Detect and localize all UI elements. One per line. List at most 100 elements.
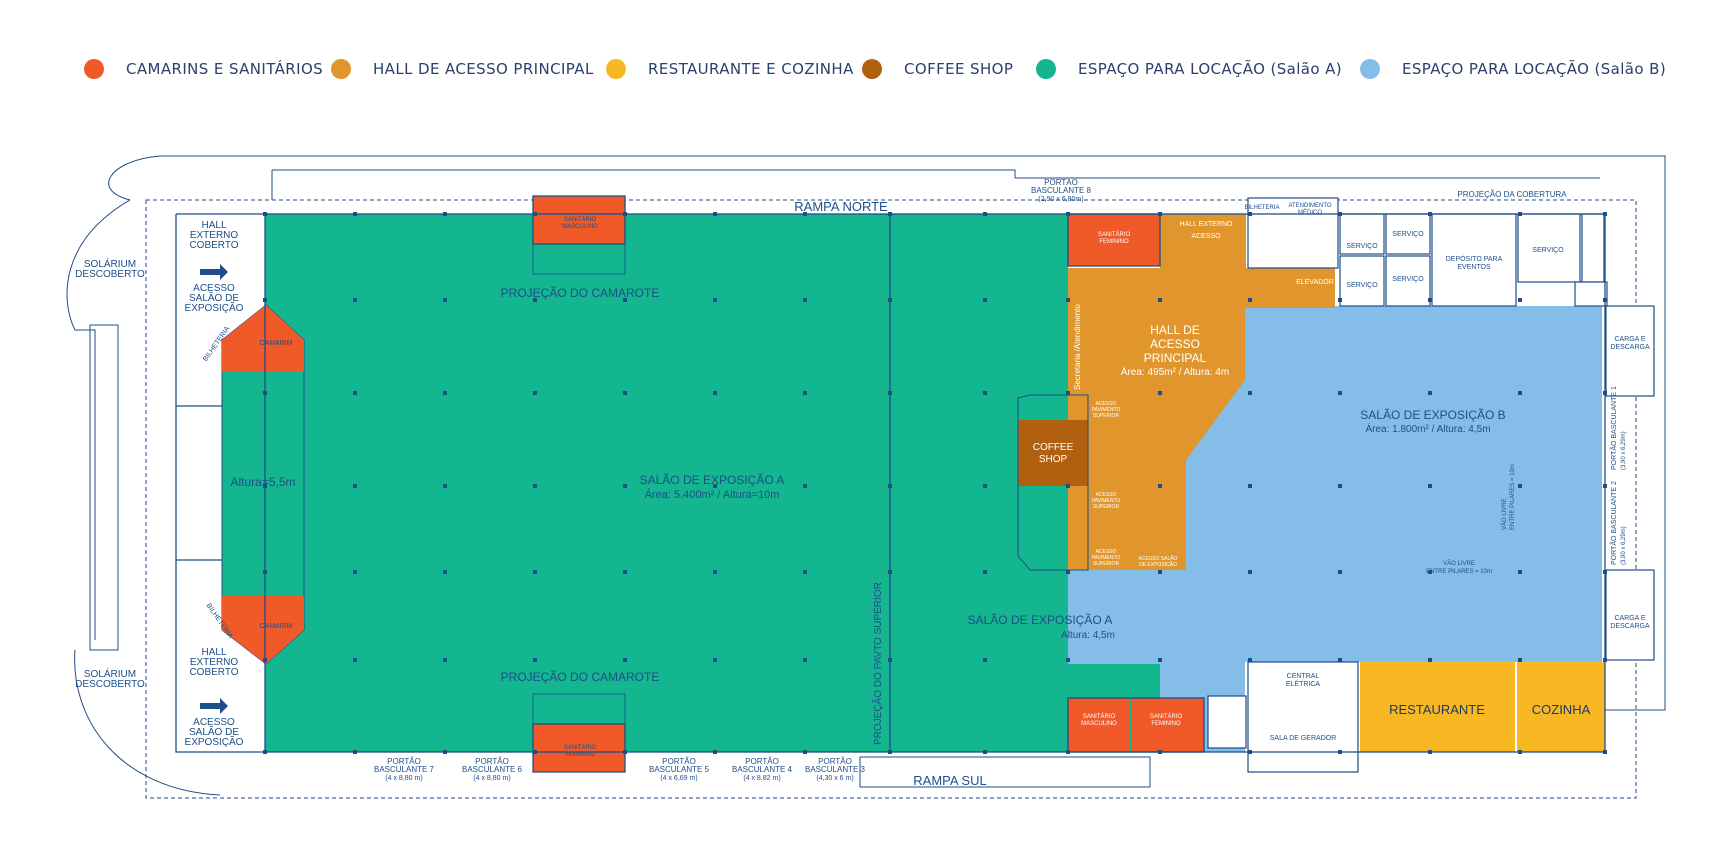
salao-a-info: Área: 5.400m² / Altura=10m <box>645 488 780 501</box>
salao-a2-title: SALÃO DE EXPOSIÇÃO A <box>968 613 1113 627</box>
acesso-salao-l1: ACESSO SALÃO <box>1139 555 1178 562</box>
hall-externo-top-l3: COBERTO <box>189 240 238 251</box>
pillar <box>803 298 807 302</box>
pillar <box>263 298 267 302</box>
pillar <box>1603 484 1607 488</box>
solarium-bottom-l1: SOLÁRIUM <box>84 667 136 680</box>
elevador-label: ELEVADOR <box>1296 279 1334 286</box>
pillar <box>1428 484 1432 488</box>
projecao-camarote-bottom: PROJEÇÃO DO CAMAROTE <box>501 670 660 684</box>
pillar <box>1338 391 1342 395</box>
pillar <box>713 298 717 302</box>
portao-sul-7-l1: PORTÃO <box>387 757 421 766</box>
acesso-arrows <box>200 264 228 714</box>
portoes-sul: PORTÃO BASCULANTE 7 (4 x 8,80 m) PORTÃO … <box>374 757 866 782</box>
pillar <box>1428 658 1432 662</box>
solarium-top-l1: SOLÁRIUM <box>84 257 136 270</box>
portao2-l1: PORTÃO BASCULANTE 2 <box>1609 481 1618 565</box>
hall-externo-top-l2: EXTERNO <box>190 230 239 241</box>
pillar <box>1603 212 1607 216</box>
pillar <box>353 750 357 754</box>
carga-bottom-l2: DESCARGA <box>1610 623 1650 630</box>
projecao-camarote-top: PROJEÇÃO DO CAMAROTE <box>501 286 660 300</box>
sanit-fem-bottom-l1: SANITÁRIO <box>564 744 597 751</box>
coffee-stairs <box>1017 394 1089 571</box>
acesso-pav-2-l3: SUPERIOR <box>1093 504 1120 510</box>
hall-info: Área: 495m² / Altura: 4m <box>1121 365 1229 378</box>
sanitario-masculino-top <box>533 196 625 244</box>
pillar <box>1338 298 1342 302</box>
pillar <box>533 391 537 395</box>
rampa-sul-label: RAMPA SUL <box>913 773 986 788</box>
pillar <box>1603 298 1607 302</box>
legend-item-coffee: COFFEE SHOP <box>862 58 1013 80</box>
pillar <box>1158 658 1162 662</box>
portao-sul-3-l1: PORTÃO <box>818 757 852 766</box>
servico-3: SERVIÇO <box>1392 231 1424 238</box>
acesso-salao-l2: DE EXPOSIÇÃO <box>1139 561 1177 568</box>
legend-swatch-coffee <box>862 59 882 79</box>
pillar <box>888 391 892 395</box>
deposito-l1: DEPÓSITO PARA <box>1446 254 1503 263</box>
arrow-right-icon <box>200 698 228 714</box>
portao-sul-5-l1: PORTÃO <box>662 757 696 766</box>
acesso-top-l2: SALÃO DE <box>189 291 239 304</box>
pillar <box>1603 570 1607 574</box>
hall-externo-area <box>1160 214 1246 270</box>
pillar <box>533 750 537 754</box>
building-outline <box>66 155 1666 799</box>
pillar <box>1338 750 1342 754</box>
rampa-norte-label: RAMPA NORTE <box>794 199 888 214</box>
legend-label-coffee: COFFEE SHOP <box>904 60 1014 78</box>
portao-sul-7-l2: BASCULANTE 7 <box>374 765 435 774</box>
camarim-top <box>222 305 304 372</box>
pillar <box>443 750 447 754</box>
pillar <box>983 658 987 662</box>
pillar <box>623 484 627 488</box>
legend-item-camarins: CAMARINS E SANITÁRIOS <box>84 58 323 80</box>
portao1-l2: (3,90 x 6,29m) <box>1621 431 1627 470</box>
camarim-bottom <box>222 596 304 664</box>
pillar <box>888 212 892 216</box>
pillar <box>1338 658 1342 662</box>
pillar <box>1338 484 1342 488</box>
sanit-fem-sul-l1: SANITÁRIO <box>1150 713 1183 720</box>
legend-item-restaurante: RESTAURANTE E COZINHA <box>606 58 854 80</box>
pillar <box>983 570 987 574</box>
hall-l3: PRINCIPAL <box>1144 351 1207 365</box>
pillar <box>623 570 627 574</box>
pillar <box>1066 298 1070 302</box>
acesso-bottom-l3: EXPOSIÇÃO <box>185 735 244 748</box>
pillar <box>1248 391 1252 395</box>
pillar <box>888 298 892 302</box>
pillar <box>1066 570 1070 574</box>
pillar <box>888 570 892 574</box>
pillar <box>1248 212 1252 216</box>
portao-sul-3: PORTÃO BASCULANTE 3 (4,30 x 6 m) <box>805 757 866 782</box>
pillar <box>353 484 357 488</box>
vao-livre-v-l1: VÃO LIVRE <box>1501 498 1508 530</box>
portao-sul-6-l2: BASCULANTE 6 <box>462 765 523 774</box>
legend: CAMARINS E SANITÁRIOS HALL DE ACESSO PRI… <box>0 0 1729 100</box>
sanit-fem-bottom-l2: FEMININO <box>565 752 595 758</box>
pillar <box>443 391 447 395</box>
coffee-shop-area <box>1018 420 1088 486</box>
pillar <box>1066 391 1070 395</box>
salao-b-info: Área: 1.800m² / Altura: 4,5m <box>1365 422 1490 435</box>
pillar <box>713 212 717 216</box>
pillar <box>1248 298 1252 302</box>
pillar <box>1066 658 1070 662</box>
sanitario-feminino-sul <box>1132 698 1204 752</box>
hall-externo-top-l1: HALL <box>201 220 226 231</box>
pillar <box>353 298 357 302</box>
portao-sul-6: PORTÃO BASCULANTE 6 (4 x 8,80 m) <box>462 757 523 782</box>
pillar <box>888 658 892 662</box>
pillar <box>623 750 627 754</box>
portao8-name2: BASCULANTE 8 <box>1031 186 1092 195</box>
hall-externo-bottom-l2: EXTERNO <box>190 657 239 668</box>
restaurante-label: RESTAURANTE <box>1389 702 1485 717</box>
pillar <box>353 570 357 574</box>
salao-a-title: SALÃO DE EXPOSIÇÃO A <box>640 473 785 487</box>
pillar <box>1248 750 1252 754</box>
portao-sul-5-l2: BASCULANTE 5 <box>649 765 710 774</box>
